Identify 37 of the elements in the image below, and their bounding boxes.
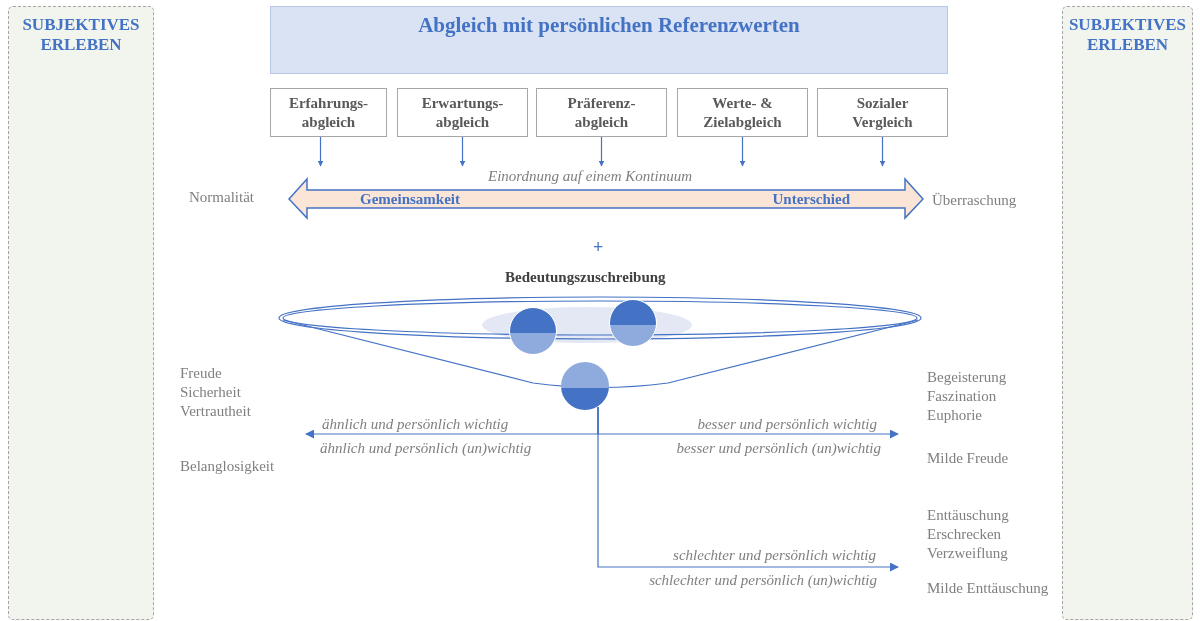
- arrow: [739, 136, 746, 167]
- edge-label: ähnlich und persönlich wichtig: [322, 416, 509, 433]
- emotion-label: Enttäuschung Erschrecken Verzweiflung: [927, 506, 1009, 563]
- panel-title: SUBJEKTIVES ERLEBEN: [1067, 15, 1188, 55]
- emotion-label: Milde Freude: [927, 449, 1009, 468]
- side-panel: [8, 6, 154, 620]
- emotion-label: Belanglosigkeit: [180, 457, 275, 476]
- scale-end-label: Normalität: [189, 188, 254, 207]
- emotion-label: Begeisterung Faszination Euphorie: [927, 368, 1007, 425]
- process-box: Erwartungs-abgleich: [397, 88, 528, 137]
- arrow: [598, 136, 605, 167]
- arrow-annotation: schlechter und persönlich (un)wichtig: [649, 571, 877, 590]
- section-heading: Bedeutungszuschreibung: [505, 268, 666, 287]
- header-banner: Abgleich mit persönlichen Referenzwerten: [270, 6, 948, 74]
- arrow: [317, 136, 324, 167]
- emotion-label: Freude Sicherheit Vertrautheit: [180, 364, 251, 421]
- circle: [509, 307, 557, 355]
- panel-title: SUBJEKTIVES ERLEBEN: [21, 15, 141, 55]
- arrow: [597, 406, 899, 572]
- arrow: [459, 136, 466, 167]
- edge-label: besser und persönlich wichtig: [697, 416, 877, 433]
- process-box: Präferenz-abgleich: [536, 88, 667, 137]
- plus-sign: +: [593, 238, 604, 257]
- circle: [609, 299, 657, 347]
- caption: Einordnung auf einem Kontinuum: [488, 167, 693, 186]
- band-label: Gemeinsamkeit: [360, 190, 460, 209]
- emotion-label: Milde Enttäuschung: [927, 579, 1050, 598]
- arrow-annotation: ähnlich und persönlich (un)wichtig: [320, 439, 532, 458]
- arrow-annotation: besser und persönlich (un)wichtig: [676, 439, 881, 458]
- circle: [561, 362, 609, 410]
- side-panel: [1062, 6, 1193, 620]
- band-label: Unterschied: [772, 190, 850, 209]
- process-box: Sozialer Vergleich: [817, 88, 948, 137]
- arrow: [879, 136, 886, 167]
- process-box: Werte- & Zielabgleich: [677, 88, 808, 137]
- process-box: Erfahrungs-abgleich: [270, 88, 387, 137]
- edge-label: schlechter und persönlich wichtig: [673, 547, 876, 564]
